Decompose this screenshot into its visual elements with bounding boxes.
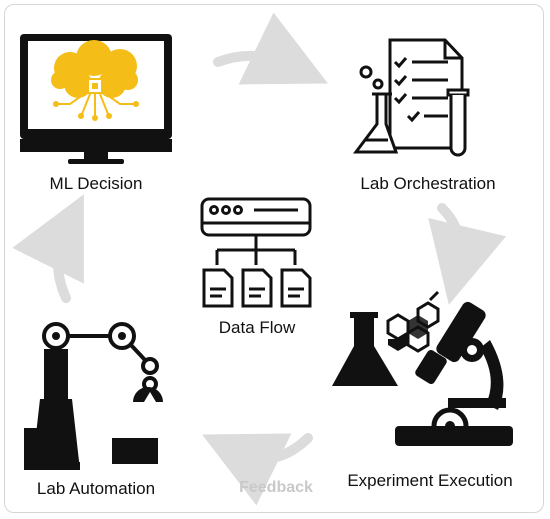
- edge-feedback-label: Feedback: [239, 479, 313, 496]
- node-lab-orchestration-label: Lab Orchestration: [360, 174, 496, 193]
- node-lab-automation-label: Lab Automation: [36, 479, 156, 498]
- node-ml-decision-label: ML Decision: [49, 174, 143, 193]
- monitor-brain-icon: [20, 34, 172, 164]
- arrow-ml-to-orchestration: [213, 12, 328, 85]
- clipboard-flask-icon: [353, 38, 470, 157]
- microscope-flask-icon: [332, 290, 513, 446]
- robot-arm-icon: [24, 322, 163, 470]
- data-flow-icon: [200, 197, 312, 308]
- diagram-frame: [4, 4, 544, 513]
- arrow-execution-to-automation: [202, 433, 313, 506]
- arrow-orchestration-to-execution: [428, 203, 507, 305]
- arrow-automation-to-ml: [12, 194, 84, 303]
- node-experiment-execution-label: Experiment Execution: [347, 471, 513, 490]
- node-data-flow-label: Data Flow: [218, 318, 296, 337]
